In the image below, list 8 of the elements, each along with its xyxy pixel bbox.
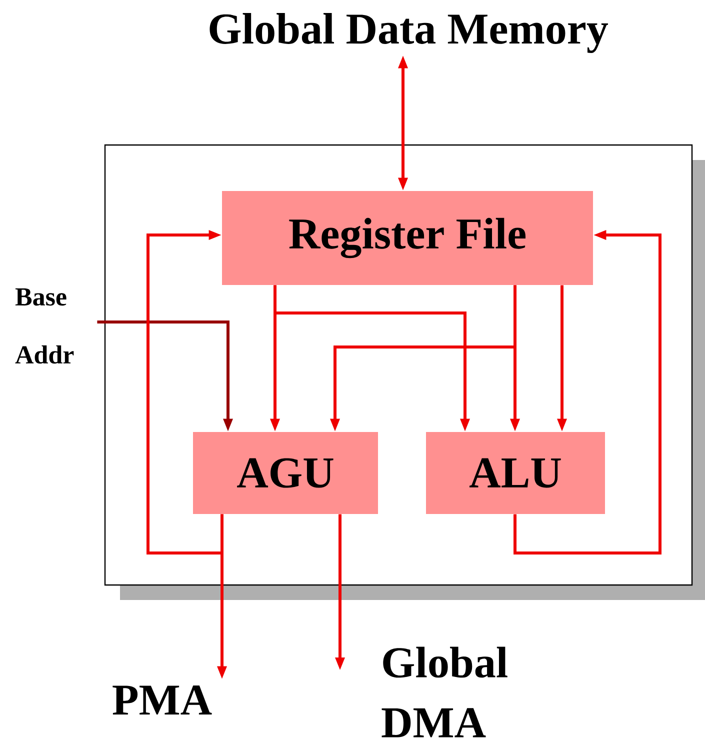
unit-box: ALU [426, 432, 605, 514]
arrow [146, 230, 224, 554]
label-text: PMA [112, 685, 212, 715]
unit-box: AGU [193, 432, 378, 514]
label-text: Global Data Memory [210, 13, 608, 53]
label-text: Base Addr [15, 288, 74, 364]
register-box: Register File [222, 191, 593, 285]
label-text: Global DMA [382, 646, 508, 738]
